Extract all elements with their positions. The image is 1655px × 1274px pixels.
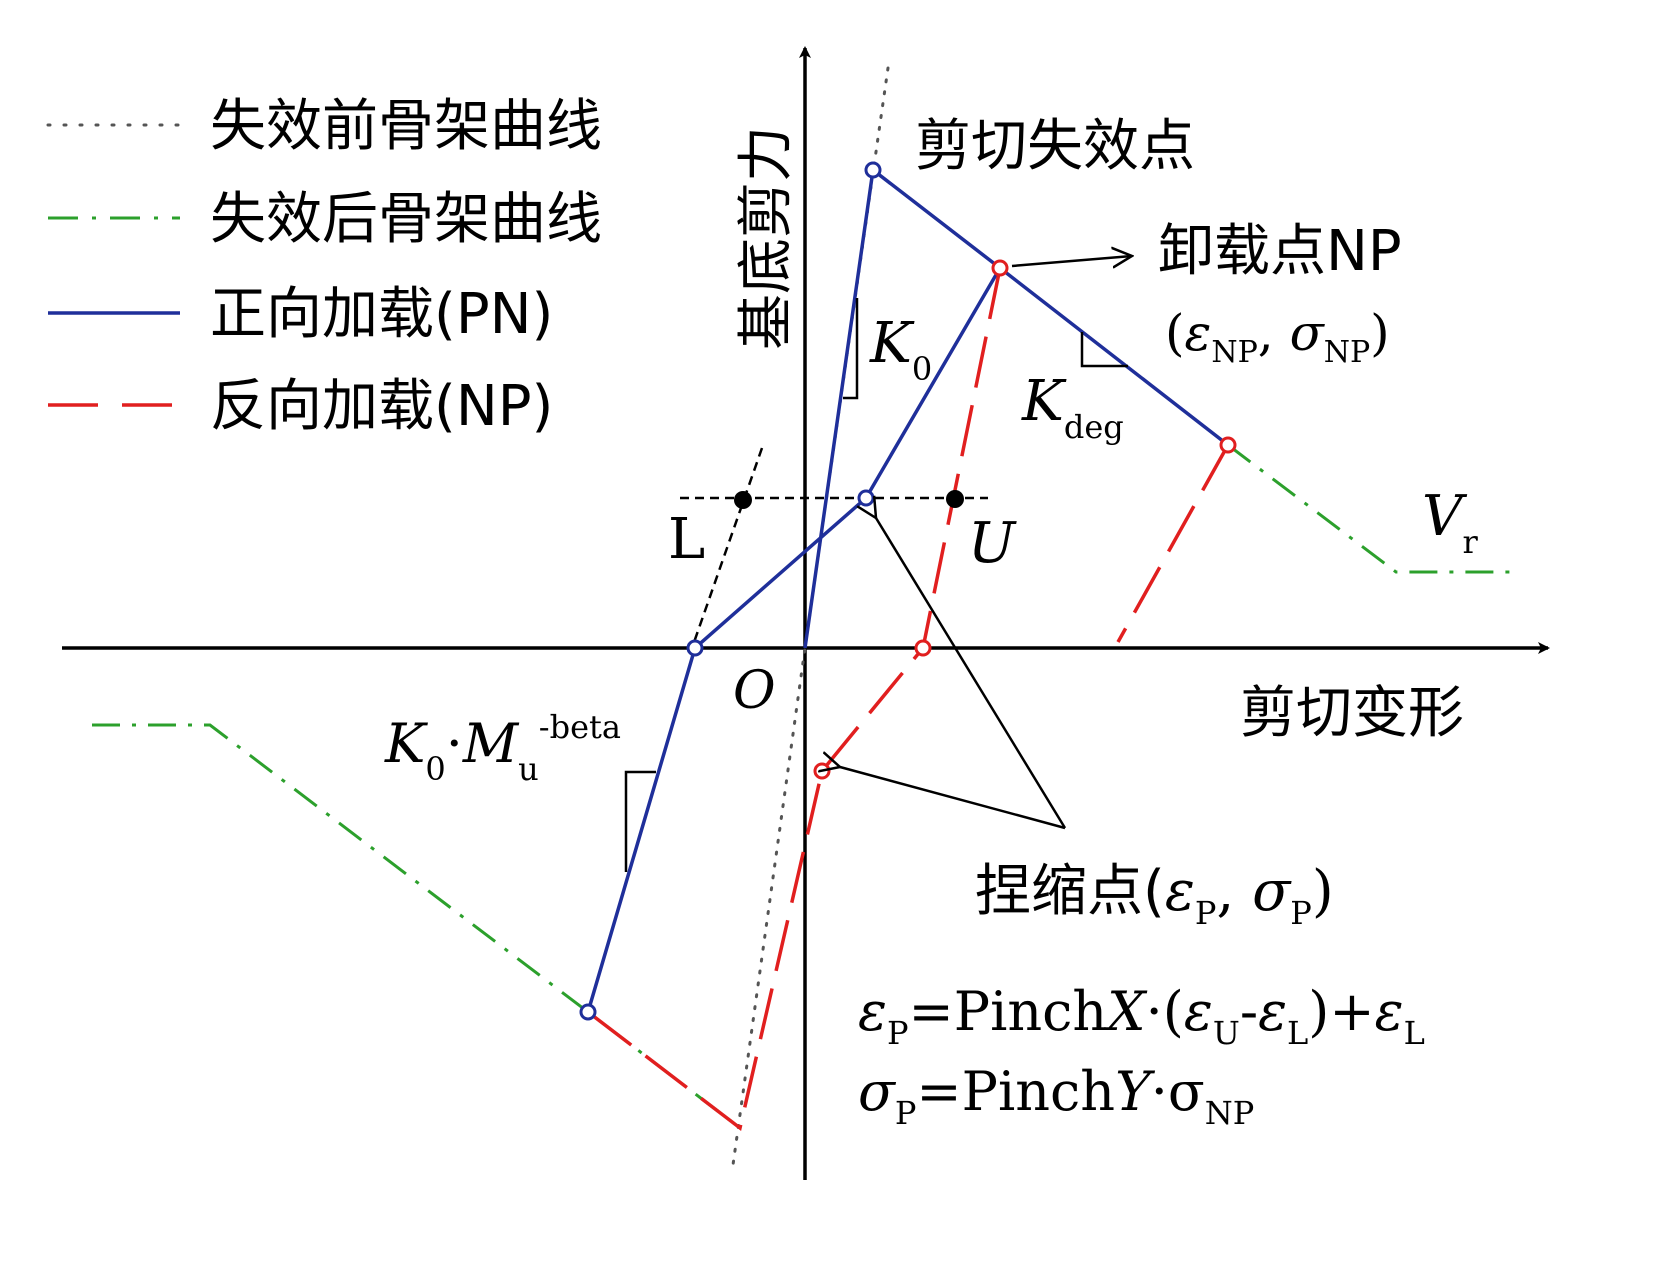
post-failure-skeleton-right bbox=[1227, 443, 1515, 574]
shear-failure-point bbox=[864, 161, 882, 179]
vr-label: Vr bbox=[1422, 484, 1478, 561]
reverse-start-point bbox=[579, 1003, 597, 1021]
pinch-point-label: 捏缩点(εP, σP) bbox=[975, 859, 1334, 932]
shear-failure-label: 剪切失效点 bbox=[915, 114, 1195, 179]
reverse-unload-right bbox=[1116, 444, 1230, 643]
formula-sigma-p: σP=PinchY·σNP bbox=[858, 1060, 1254, 1132]
unload-point-np bbox=[991, 259, 1009, 277]
point-U bbox=[946, 490, 964, 508]
k0-slope-marker bbox=[843, 298, 859, 400]
point-L bbox=[734, 491, 752, 509]
post-failure-skeleton-left bbox=[92, 723, 741, 1130]
pinch-point-upper bbox=[857, 489, 875, 507]
legend-label-post-failure: 失效后骨架曲线 bbox=[210, 187, 602, 252]
construction-line-L bbox=[690, 447, 764, 649]
degrade-end-point bbox=[1219, 436, 1237, 454]
kdeg-label: Kdeg bbox=[1021, 369, 1124, 446]
np-coordinate-label: (εNP, σNP) bbox=[1165, 304, 1390, 370]
forward-loading-path bbox=[803, 166, 1230, 649]
legend-label-reverse: 反向加载(NP) bbox=[210, 374, 553, 439]
zero-crossing-right bbox=[914, 639, 932, 657]
unload-point-arrow bbox=[1011, 256, 1132, 266]
unload-point-label: 卸载点NP bbox=[1158, 219, 1402, 284]
k0-label: K0 bbox=[869, 311, 932, 388]
origin-label: O bbox=[733, 661, 776, 721]
k0mu-slope-marker bbox=[624, 770, 656, 872]
legend-label-forward: 正向加载(PN) bbox=[210, 282, 553, 347]
kdeg-slope-marker bbox=[1080, 332, 1128, 368]
pinch-point-lower bbox=[813, 762, 831, 780]
pinch-arrow-lower bbox=[840, 767, 1066, 830]
forward-reload-path bbox=[586, 267, 1002, 1013]
point-L-label: L bbox=[668, 507, 705, 572]
k0-mu-beta-label: K0·Mu-beta bbox=[384, 708, 621, 788]
formula-eps-p: εP=PinchX·(εU-εL)+εL bbox=[858, 980, 1425, 1052]
pinch-arrow-upper bbox=[876, 518, 1067, 829]
legend-label-pre-failure: 失效前骨架曲线 bbox=[210, 94, 602, 159]
point-U-label: U bbox=[968, 511, 1017, 576]
reverse-loading-path bbox=[586, 267, 1002, 1132]
y-axis-label: 基底剪力 bbox=[734, 126, 799, 350]
zero-crossing-left bbox=[686, 639, 704, 657]
legend: 失效前骨架曲线 失效后骨架曲线 正向加载(PN) 反向加载(NP) bbox=[46, 94, 602, 439]
x-axis-label: 剪切变形 bbox=[1240, 681, 1464, 746]
